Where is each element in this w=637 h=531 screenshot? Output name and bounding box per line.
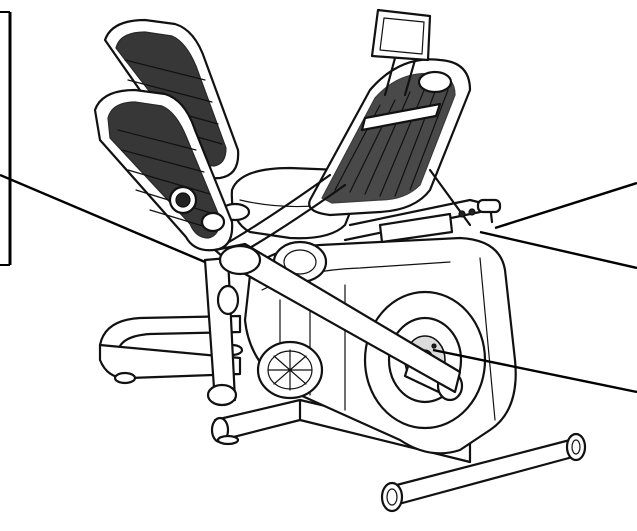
left-frame-border [0,11,12,266]
leader-left-pedal [0,173,206,264]
front-stabilizer [380,432,587,513]
seat-frame [343,168,502,244]
leader-flywheel-hub [432,348,637,394]
front-foot-pedal [93,88,234,252]
callout-leaders [0,173,637,394]
seat-backrest [308,58,472,217]
leader-seat-rear-frame [479,230,637,270]
leader-seat-frame-top [494,181,637,230]
console-display [370,8,432,97]
main-rail [210,398,472,464]
seat-handle [213,173,347,276]
